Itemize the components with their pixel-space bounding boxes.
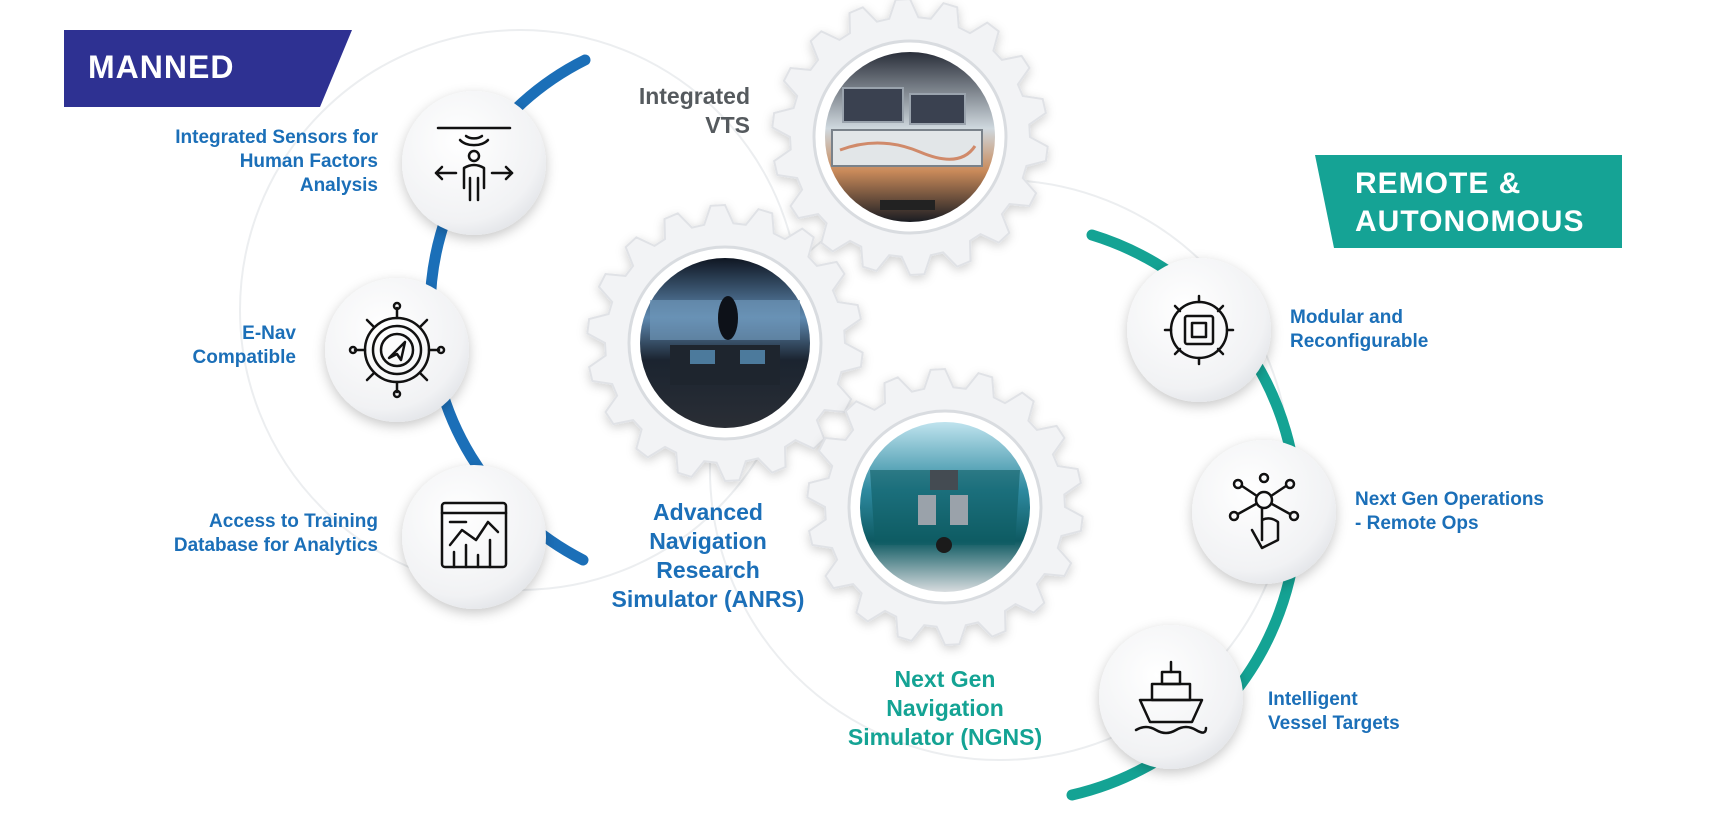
feature-label-enav: E-Nav Compatible (192, 323, 296, 368)
manned-banner (64, 30, 352, 107)
touch-network-icon (1228, 472, 1300, 550)
feature-label-sensors: Integrated Sensors for Human Factors Ana… (175, 127, 378, 196)
feature-label-remote-ops: Next Gen Operations - Remote Ops (1355, 489, 1544, 534)
anrs-title: Advanced Navigation Research Simulator (… (611, 499, 805, 612)
remote-banner-line1: REMOTE & (1355, 167, 1522, 200)
feature-label-database: Access to Training Database for Analytic… (173, 511, 378, 556)
ngns-title: Next Gen Navigation Simulator (NGNS) (847, 666, 1043, 750)
feature-label-modular: Modular and Reconfigurable (1290, 307, 1429, 352)
ngns-photo (860, 422, 1030, 592)
remote-banner-line2: AUTONOMOUS (1355, 205, 1585, 238)
human-sensor-icon (434, 126, 514, 202)
vts-photo (825, 52, 995, 222)
ship-wheel-compass-icon (348, 301, 446, 399)
feature-circle-database (402, 465, 546, 609)
anrs-photo (640, 258, 810, 428)
feature-circle-vessel (1099, 625, 1243, 769)
vts-title: Integrated VTS (638, 83, 750, 138)
analytics-chart-icon (440, 501, 508, 569)
feature-circle-remote-ops (1192, 440, 1336, 584)
remote-banner (1315, 155, 1622, 248)
gear-chip-icon (1163, 294, 1235, 366)
ship-icon (1134, 660, 1208, 735)
feature-circle-sensors (402, 91, 546, 235)
feature-circle-modular (1127, 258, 1271, 402)
feature-label-vessel: Intelligent Vessel Targets (1268, 689, 1400, 734)
manned-banner-text: MANNED (88, 49, 235, 85)
